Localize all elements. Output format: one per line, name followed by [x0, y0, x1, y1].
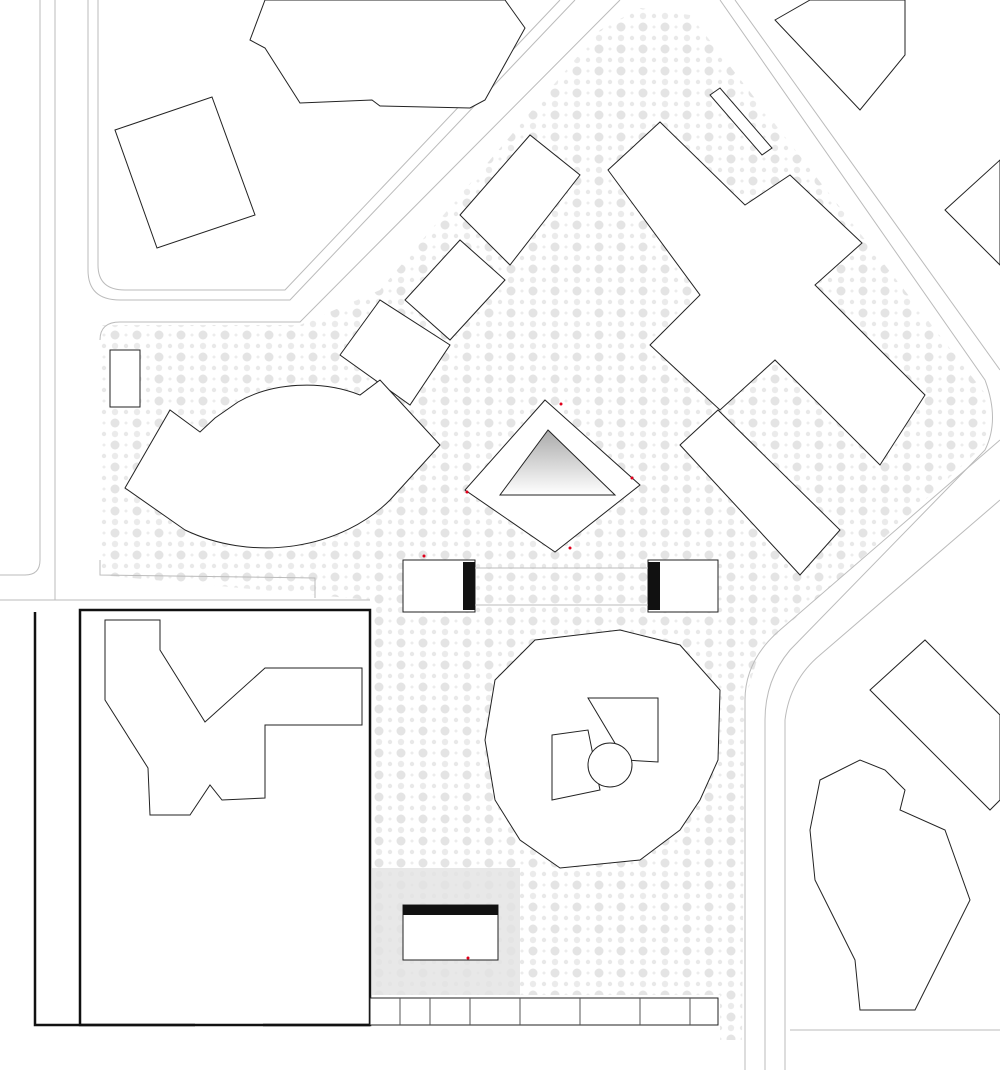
building-irregular-east: [809, 759, 971, 1011]
building-east-edge: [944, 159, 1000, 266]
building-east-lower: [869, 639, 1000, 811]
building-l-shape: [104, 619, 363, 816]
pavilion-west-stair: [463, 562, 475, 610]
block-boundary: [78, 608, 372, 1027]
pavilion-east-stair: [648, 562, 660, 610]
building-north: [249, 0, 526, 109]
building-round-core: [587, 742, 633, 788]
building-round-inner-1: [587, 697, 659, 763]
building-crescent: [124, 379, 441, 549]
pavilion-south-roof: [403, 905, 498, 915]
building-bar-1: [459, 134, 581, 266]
building-thin: [709, 87, 773, 156]
diamond-court: [499, 429, 617, 496]
building-small: [109, 349, 141, 408]
building-south-strip: [369, 997, 719, 1026]
building-round-inner-2: [551, 729, 601, 801]
buildings: [33, 0, 1000, 1027]
building-cross: [607, 121, 926, 466]
building-square-nw: [114, 96, 256, 249]
building-bar-2: [404, 239, 506, 341]
entrance-marker-icon: [422, 402, 634, 960]
building-east-bar: [679, 409, 841, 576]
building-ne: [774, 0, 906, 111]
